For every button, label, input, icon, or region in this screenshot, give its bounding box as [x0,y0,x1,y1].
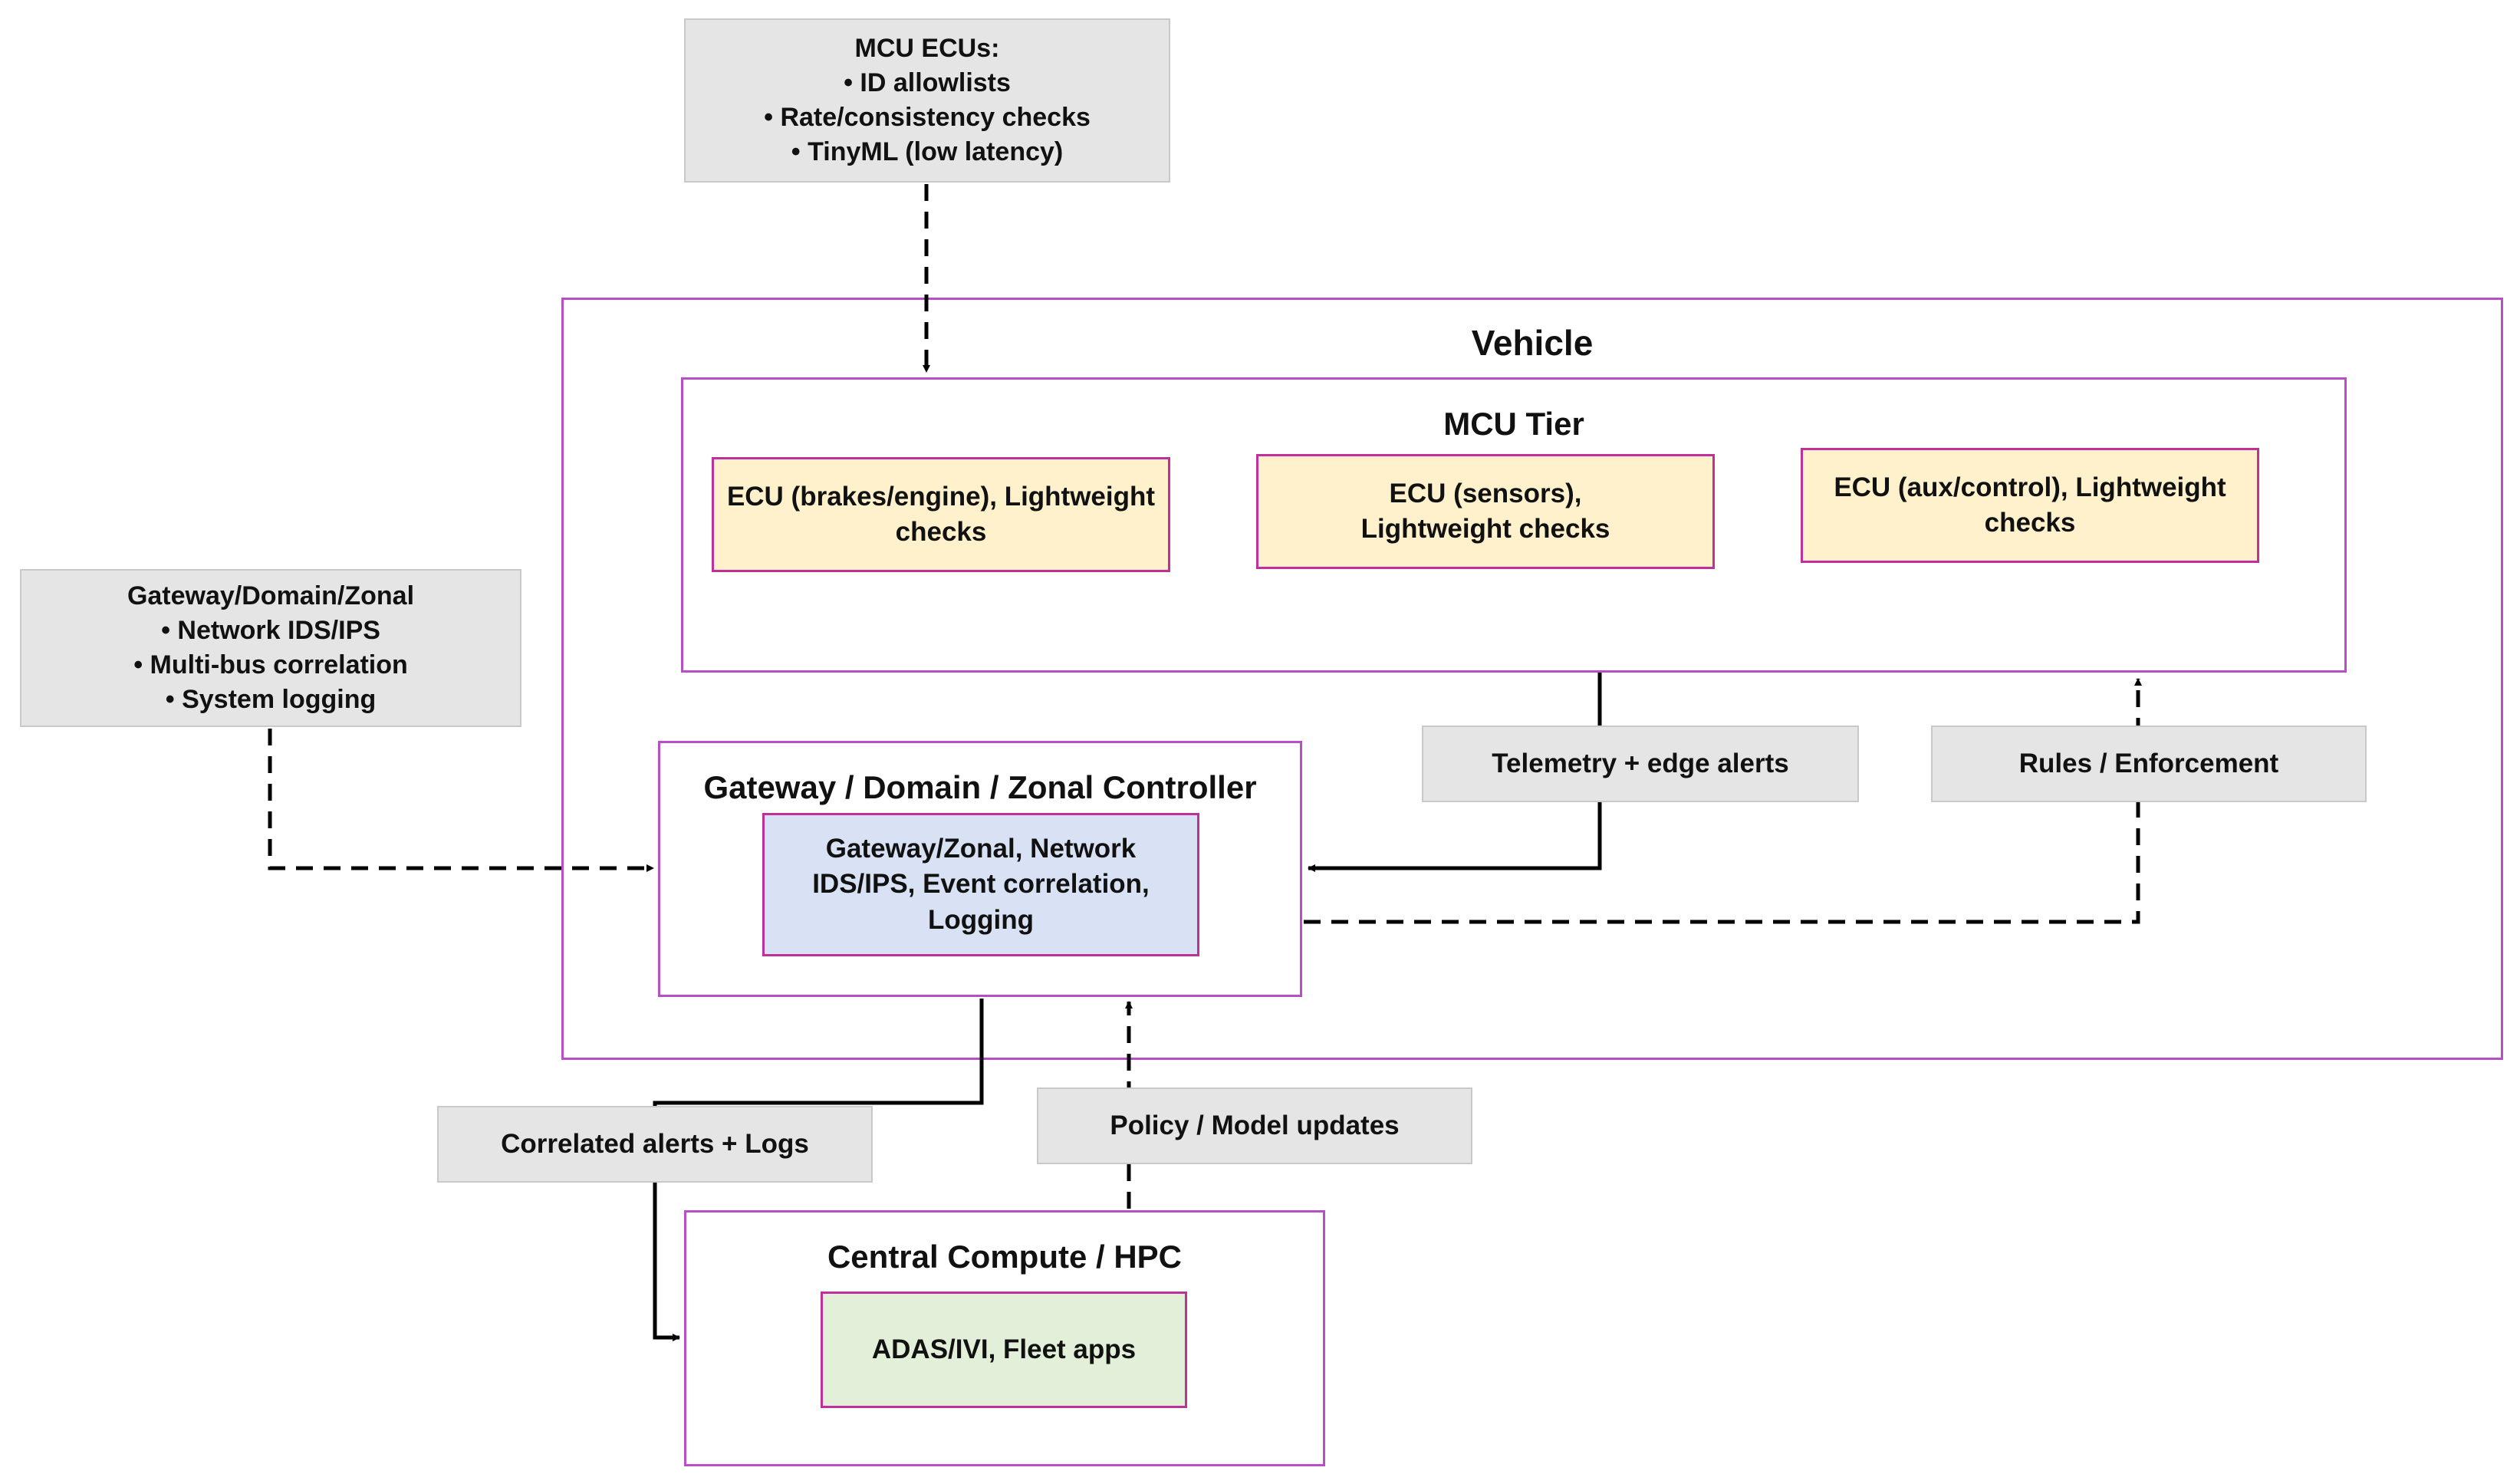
label-rules: Rules / Enforcement [1931,726,2367,802]
ecu-sensors-line-2: Lightweight checks [1360,514,1610,544]
ecu-brakes-engine: ECU (brakes/engine), Lightweight checks [712,457,1170,572]
gateway-note-item-2: • Multi-bus correlation [133,650,408,679]
central-compute: Central Compute / HPC [684,1210,1325,1466]
gateway-note-item-3: • System logging [165,684,377,714]
central-compute-title: Central Compute / HPC [827,1239,1183,1275]
label-rules-text: Rules / Enforcement [2018,748,2279,778]
central-inner-box: ADAS/IVI, Fleet apps [821,1292,1187,1408]
gateway-note-item-1: • Network IDS/IPS [161,616,380,646]
mcu-note-title: MCU ECUs: [854,34,1000,64]
mcu-note: MCU ECUs: • ID allowlists • Rate/consist… [684,18,1170,183]
gateway-note-title: Gateway/Domain/Zonal [127,581,415,611]
label-policy-text: Policy / Model updates [1110,1110,1400,1140]
gateway-note: Gateway/Domain/Zonal • Network IDS/IPS •… [20,569,521,727]
label-telemetry-text: Telemetry + edge alerts [1492,748,1789,778]
ecu-brakes-engine-line-2: checks [895,517,987,547]
label-telemetry: Telemetry + edge alerts [1422,726,1859,802]
ecu-brakes-engine-line-1: ECU (brakes/engine), Lightweight [726,481,1156,512]
ecu-sensors-line-1: ECU (sensors), [1389,478,1582,508]
ecu-aux-control-line-1: ECU (aux/control), Lightweight [1834,472,2226,502]
ecu-aux-control-line-2: checks [1984,508,2076,538]
mcu-note-item-3: • TinyML (low latency) [791,137,1064,166]
gateway-inner-box: Gateway/Zonal, Network IDS/IPS, Event co… [762,813,1199,956]
gateway-inner-line-2: IDS/IPS, Event correlation, [812,869,1150,900]
gateway-controller-title: Gateway / Domain / Zonal Controller [703,769,1257,805]
central-inner-label: ADAS/IVI, Fleet apps [871,1334,1137,1364]
arrow-gateway-note-to-controller [268,729,654,872]
ecu-sensors: ECU (sensors), Lightweight checks [1256,454,1715,569]
vehicle-title: Vehicle [1471,323,1594,363]
gateway-inner-line-1: Gateway/Zonal, Network [825,834,1137,864]
label-policy: Policy / Model updates [1037,1087,1472,1164]
arrow-correlated [653,999,984,1341]
mcu-tier-title: MCU Tier [1443,406,1584,442]
gateway-inner-line-3: Logging [927,904,1034,935]
label-correlated-text: Correlated alerts + Logs [501,1128,809,1159]
ecu-aux-control: ECU (aux/control), Lightweight checks [1801,448,2259,563]
mcu-note-item-1: • ID allowlists [844,68,1011,98]
mcu-note-item-2: • Rate/consistency checks [764,103,1091,132]
label-correlated: Correlated alerts + Logs [437,1106,873,1183]
